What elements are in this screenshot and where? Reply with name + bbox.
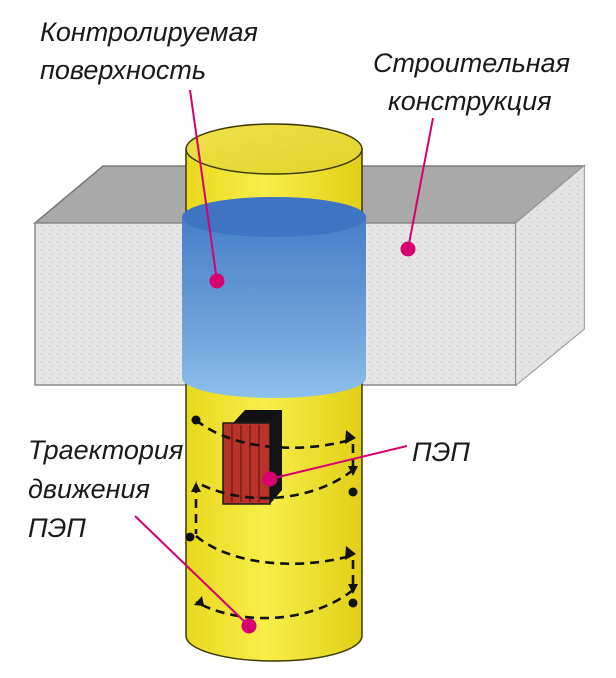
trajectory-arrow [191, 482, 201, 492]
trajectory-points [185, 415, 358, 608]
trajectory-path [194, 419, 355, 620]
leader-line-transducer [269, 445, 408, 480]
controlled-surface-top [182, 197, 366, 237]
slab-side-texture [516, 166, 584, 385]
trajectory-segment-1 [195, 419, 351, 450]
trajectory-arrow [348, 466, 358, 476]
marker-structure [400, 241, 416, 257]
markers [209, 241, 416, 634]
leader-lines [134, 89, 434, 627]
label-building-structure-line2: конструкция [388, 86, 552, 116]
label-controlled-surface-line1: Контролируемая [40, 17, 258, 47]
label-transducer: ПЭП [412, 437, 470, 467]
trajectory-point [191, 415, 201, 425]
trajectory-arrow [194, 596, 204, 606]
trajectory-arrow [345, 546, 356, 560]
marker-trajectory [241, 618, 257, 634]
column [182, 123, 366, 662]
label-building-structure-line1: Строительная [373, 48, 570, 78]
leader-line-surface [189, 89, 218, 282]
trajectory-point [348, 598, 358, 608]
label-trajectory-line3: ПЭП [28, 513, 86, 543]
trajectory-segment-4 [195, 588, 354, 620]
label-controlled-surface-line2: поверхность [40, 55, 206, 85]
trajectory-segment-2 [195, 468, 354, 500]
marker-transducer [262, 471, 278, 487]
transducer-side [270, 410, 282, 504]
column-top [185, 123, 363, 175]
label-trajectory-line2: движения [28, 474, 150, 504]
building-structure-slab [32, 164, 587, 387]
leader-line-trajectory [134, 515, 250, 627]
leader-line-structure [407, 117, 434, 250]
controlled-surface-band [182, 197, 366, 398]
marker-surface [209, 273, 225, 289]
transducer-block [222, 410, 282, 505]
transducer-front [222, 422, 271, 505]
trajectory-point [348, 487, 358, 497]
trajectory-arrow [348, 584, 358, 594]
trajectory-segment-3 [195, 535, 351, 566]
trajectory-arrow [345, 430, 356, 444]
trajectory-point [185, 532, 195, 542]
label-trajectory-line1: Траектория [28, 435, 183, 465]
